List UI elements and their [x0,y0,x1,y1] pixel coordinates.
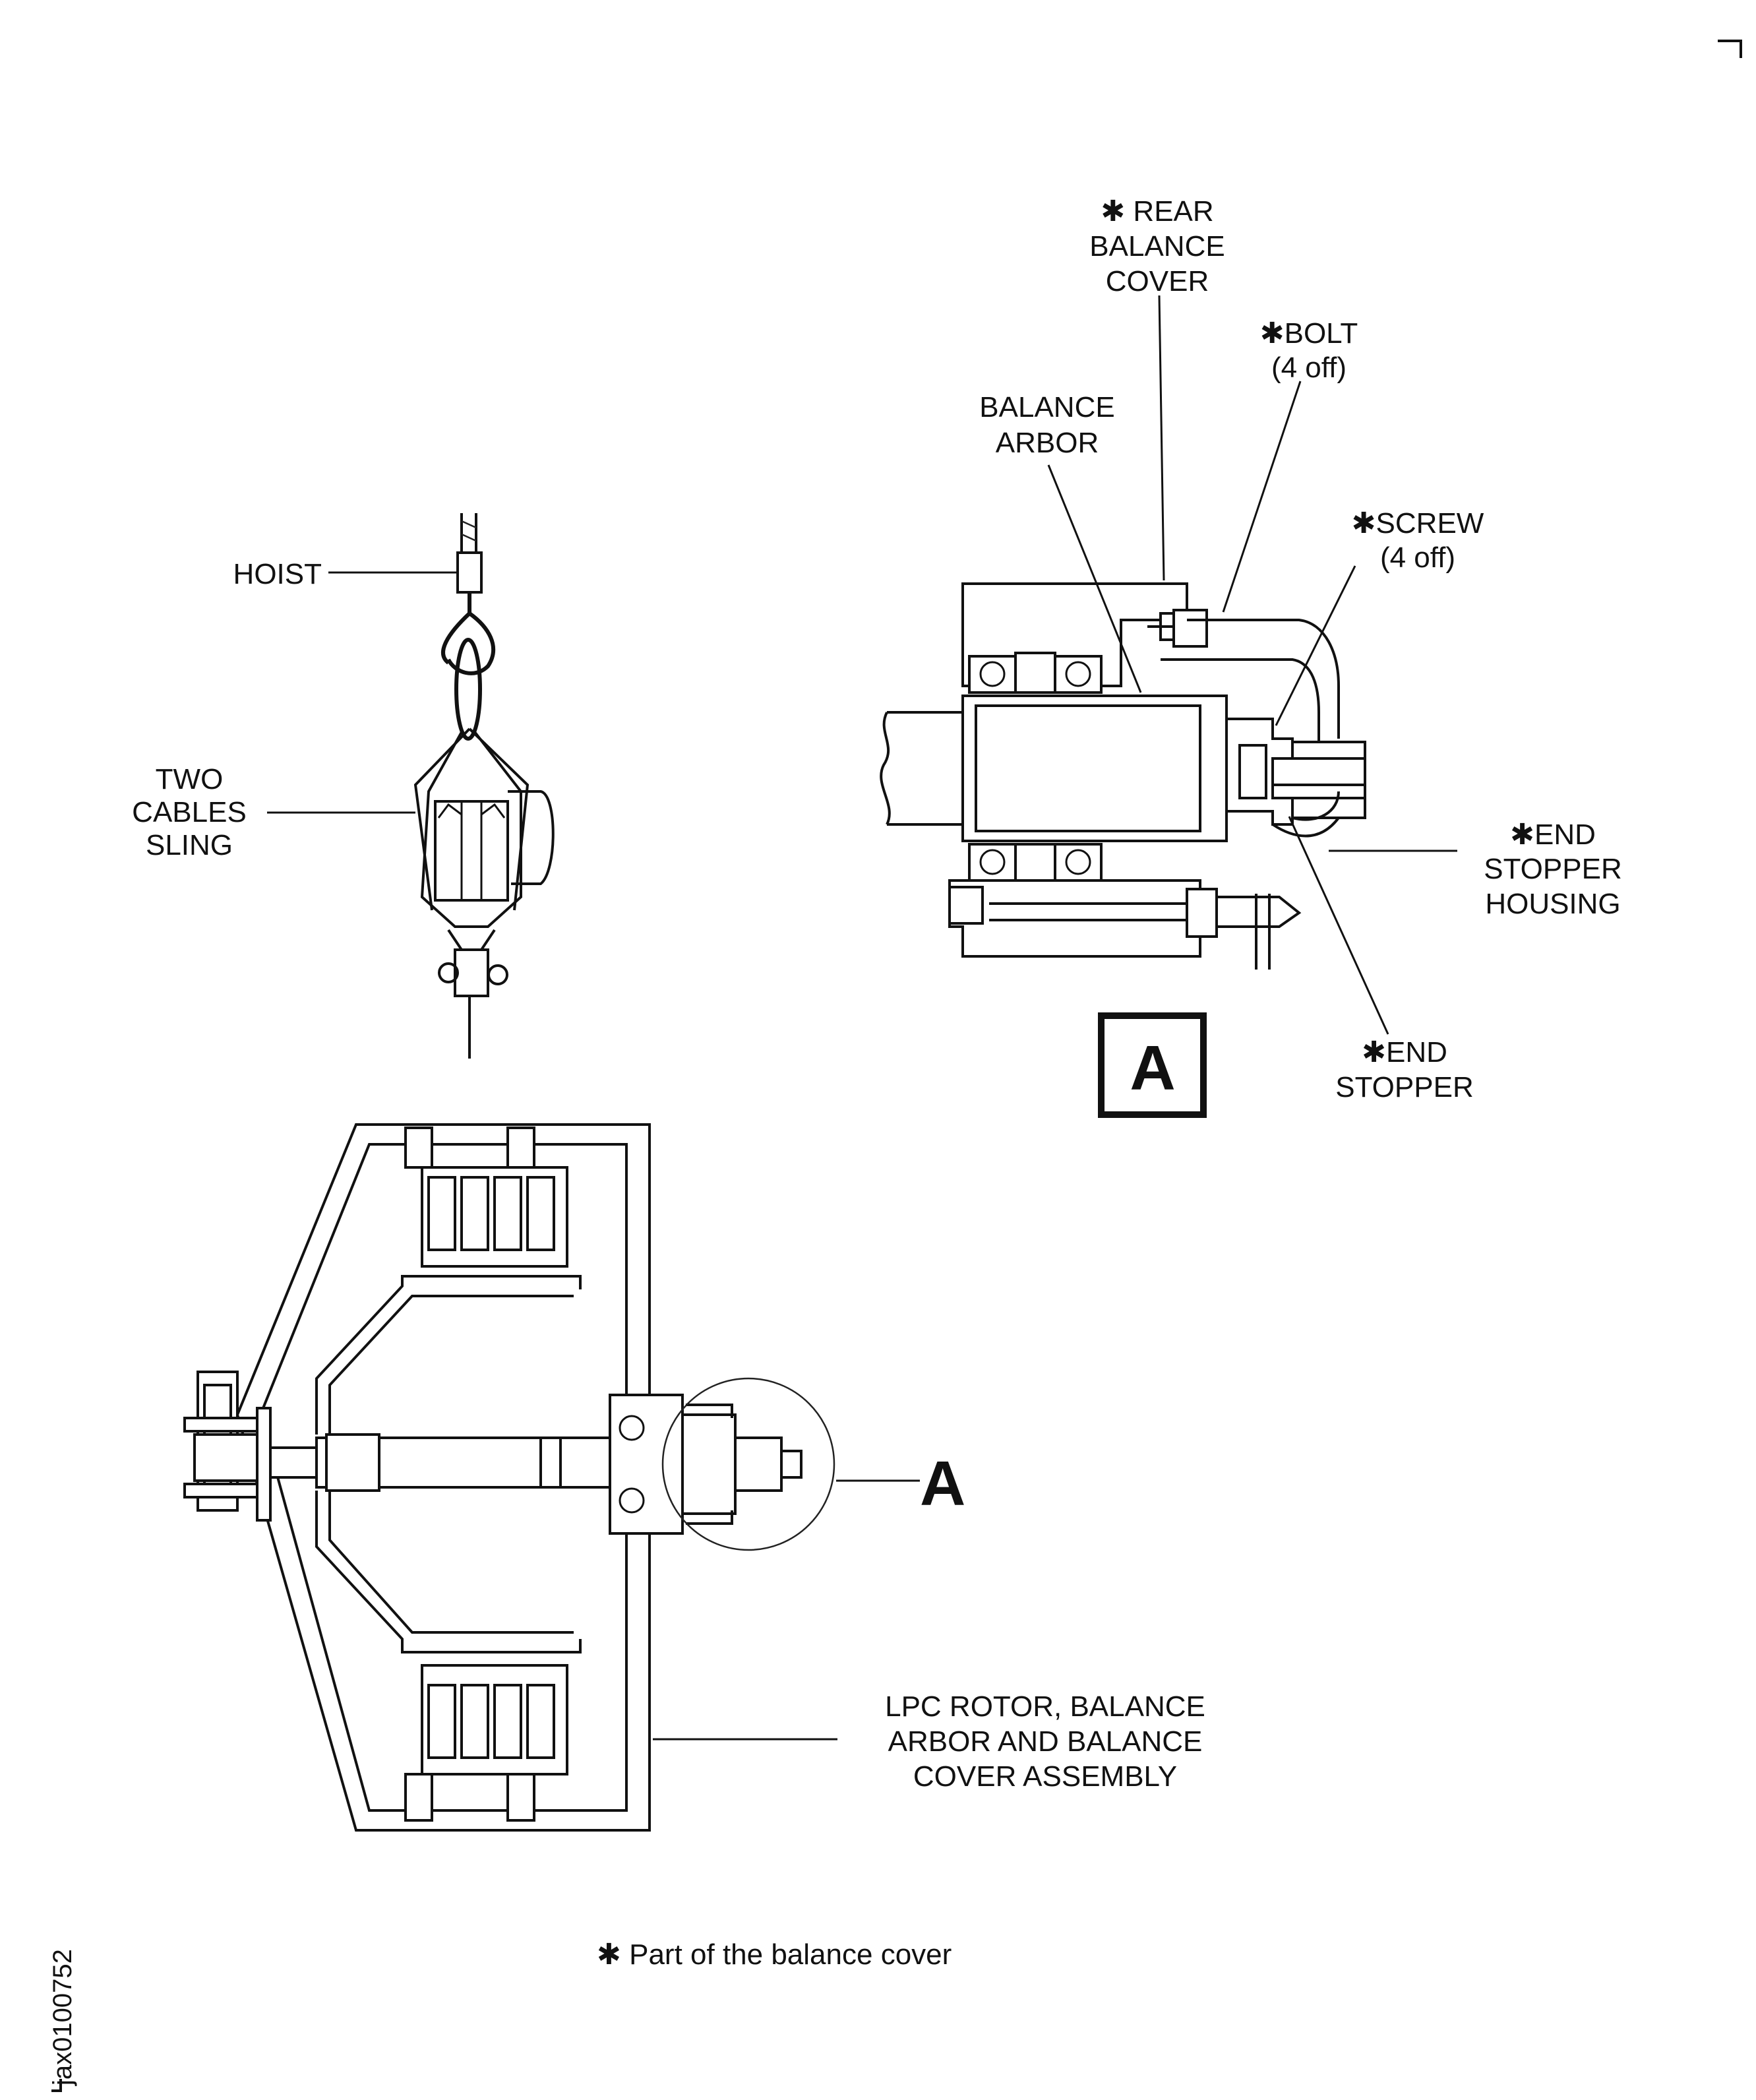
figure-id-mark [51,2079,62,2092]
svg-text:✱BOLT: ✱BOLT [1260,317,1358,350]
sling-label: TWO CABLES SLING [132,763,247,861]
svg-text:ARBOR AND BALANCE: ARBOR AND BALANCE [888,1725,1203,1758]
hoist-sling-drawing [267,513,555,1059]
hoist-label: HOIST [233,558,322,590]
corner-mark [1718,40,1742,58]
end-stopper-housing-label: ✱END STOPPER HOUSING [1484,818,1621,920]
detail-a-box-letter: A [1130,1033,1175,1103]
end-stopper-label: ✱END STOPPER [1335,1036,1473,1103]
svg-text:STOPPER: STOPPER [1484,853,1621,885]
svg-text:SLING: SLING [146,829,233,861]
svg-text:BALANCE: BALANCE [979,391,1114,423]
svg-text:(4 off): (4 off) [1380,541,1455,574]
balance-arbor-label: BALANCE ARBOR [979,391,1114,459]
svg-text:COVER ASSEMBLY: COVER ASSEMBLY [913,1760,1177,1793]
svg-text:COVER: COVER [1106,265,1209,297]
circle-ref-letter: A [920,1448,965,1519]
svg-text:HOUSING: HOUSING [1485,888,1620,920]
assembly-label: LPC ROTOR, BALANCE ARBOR AND BALANCE COV… [885,1690,1205,1793]
rear-balance-cover-label: ✱ REAR BALANCE COVER [1089,195,1225,297]
svg-text:TWO: TWO [156,763,224,795]
svg-text:CABLES: CABLES [132,796,247,828]
bolt-label: ✱BOLT (4 off) [1260,317,1358,384]
svg-text:ARBOR: ARBOR [996,427,1099,459]
svg-text:BALANCE: BALANCE [1089,230,1225,262]
svg-text:✱END: ✱END [1362,1036,1447,1068]
svg-text:✱SCREW: ✱SCREW [1352,507,1484,540]
screw-label: ✱SCREW (4 off) [1352,507,1484,574]
assembly-drawing [183,1123,920,1832]
svg-text:LPC ROTOR, BALANCE: LPC ROTOR, BALANCE [885,1690,1205,1723]
svg-text:STOPPER: STOPPER [1335,1071,1473,1103]
figure-id: jax0100752 [48,1949,77,2086]
detail-a-drawing [880,295,1457,1118]
svg-text:✱END: ✱END [1510,818,1596,851]
svg-text:(4 off): (4 off) [1271,352,1347,384]
footnote: ✱ Part of the balance cover [597,1938,952,1971]
svg-text:✱ REAR: ✱ REAR [1101,195,1213,228]
